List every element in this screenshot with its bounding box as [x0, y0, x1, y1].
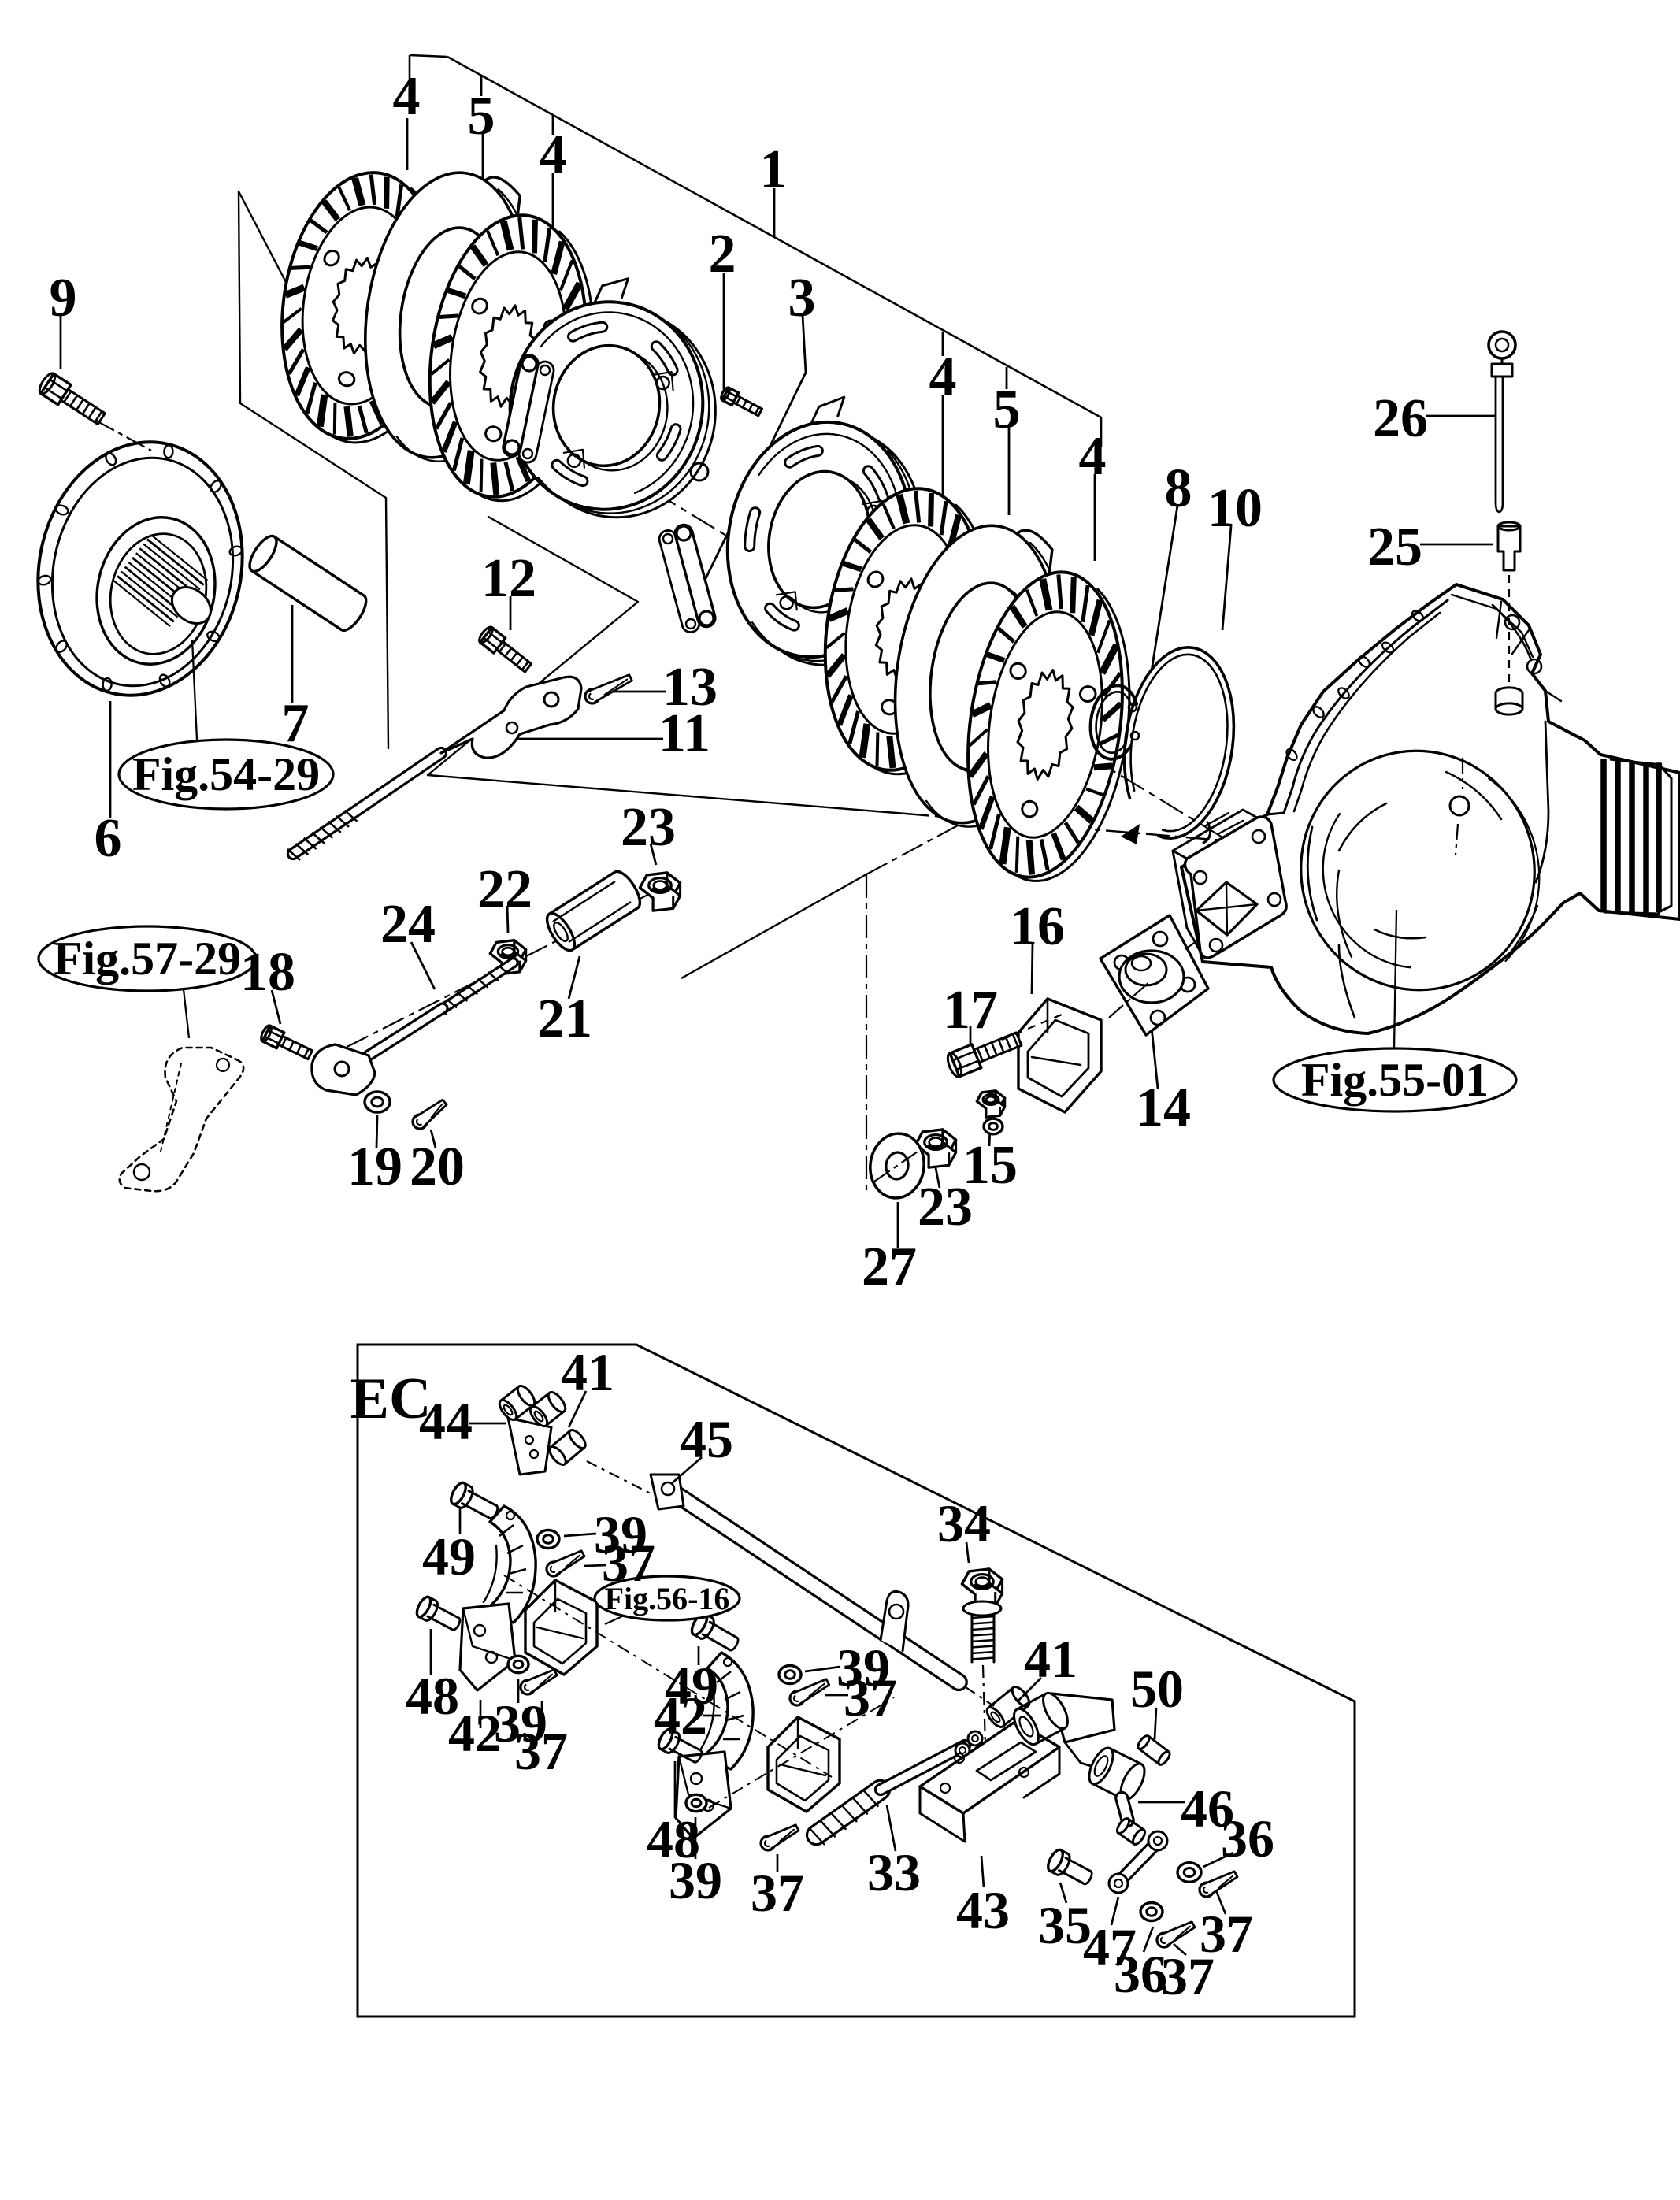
- svg-text:23: 23: [918, 1177, 973, 1237]
- svg-text:4: 4: [1079, 426, 1107, 487]
- svg-text:24: 24: [380, 894, 436, 955]
- svg-text:41: 41: [561, 1342, 614, 1402]
- svg-text:16: 16: [1010, 896, 1065, 957]
- svg-text:27: 27: [862, 1237, 917, 1297]
- svg-text:14: 14: [1136, 1078, 1191, 1138]
- svg-text:10: 10: [1207, 478, 1263, 539]
- svg-text:43: 43: [956, 1880, 1010, 1940]
- svg-text:48: 48: [647, 1809, 700, 1869]
- svg-text:37: 37: [602, 1533, 655, 1593]
- svg-text:4: 4: [393, 66, 421, 127]
- svg-text:39: 39: [594, 1504, 647, 1564]
- svg-text:3: 3: [788, 268, 816, 328]
- svg-text:33: 33: [867, 1842, 921, 1902]
- svg-text:45: 45: [680, 1409, 733, 1469]
- svg-text:Fig.57-29: Fig.57-29: [54, 933, 241, 985]
- svg-text:5: 5: [468, 86, 495, 147]
- svg-text:35: 35: [1038, 1895, 1092, 1955]
- svg-text:37: 37: [514, 1721, 568, 1781]
- svg-text:22: 22: [477, 859, 532, 920]
- svg-text:42: 42: [654, 1686, 707, 1746]
- svg-text:36: 36: [1114, 1944, 1167, 2004]
- svg-text:12: 12: [481, 548, 536, 609]
- svg-text:2: 2: [709, 224, 736, 284]
- svg-text:21: 21: [537, 989, 592, 1049]
- svg-text:Fig.54-29: Fig.54-29: [132, 748, 320, 800]
- svg-text:1: 1: [760, 139, 788, 200]
- svg-text:49: 49: [422, 1527, 476, 1586]
- svg-text:Fig.56-16: Fig.56-16: [605, 1581, 730, 1616]
- svg-text:Fig.55-01: Fig.55-01: [1301, 1054, 1489, 1106]
- svg-text:23: 23: [621, 797, 676, 858]
- svg-text:37: 37: [844, 1668, 897, 1727]
- svg-text:13: 13: [662, 657, 718, 718]
- svg-text:49: 49: [665, 1656, 718, 1716]
- svg-text:39: 39: [494, 1694, 547, 1753]
- svg-text:42: 42: [448, 1703, 502, 1763]
- svg-text:39: 39: [669, 1850, 722, 1910]
- svg-text:EC: EC: [350, 1367, 432, 1431]
- svg-text:46: 46: [1181, 1779, 1234, 1838]
- svg-text:7: 7: [282, 693, 310, 754]
- svg-text:15: 15: [962, 1135, 1018, 1196]
- svg-text:5: 5: [993, 380, 1021, 440]
- svg-text:8: 8: [1165, 458, 1192, 519]
- svg-text:9: 9: [50, 268, 77, 328]
- svg-text:4: 4: [929, 347, 957, 407]
- svg-text:18: 18: [240, 942, 295, 1003]
- svg-text:44: 44: [419, 1391, 473, 1451]
- svg-text:20: 20: [410, 1137, 465, 1197]
- svg-text:39: 39: [836, 1638, 890, 1697]
- svg-text:37: 37: [751, 1863, 804, 1923]
- svg-text:11: 11: [658, 703, 710, 764]
- svg-text:37: 37: [1161, 1946, 1215, 2006]
- svg-text:17: 17: [943, 980, 998, 1041]
- svg-text:4: 4: [540, 124, 567, 185]
- svg-text:19: 19: [347, 1137, 402, 1197]
- svg-text:41: 41: [1024, 1629, 1077, 1689]
- svg-text:37: 37: [1200, 1904, 1253, 1964]
- svg-text:48: 48: [406, 1666, 459, 1726]
- svg-text:25: 25: [1367, 517, 1422, 577]
- svg-text:26: 26: [1373, 388, 1428, 449]
- svg-text:34: 34: [937, 1493, 991, 1553]
- svg-text:6: 6: [95, 808, 122, 869]
- svg-text:47: 47: [1083, 1917, 1137, 1977]
- svg-text:36: 36: [1221, 1809, 1274, 1868]
